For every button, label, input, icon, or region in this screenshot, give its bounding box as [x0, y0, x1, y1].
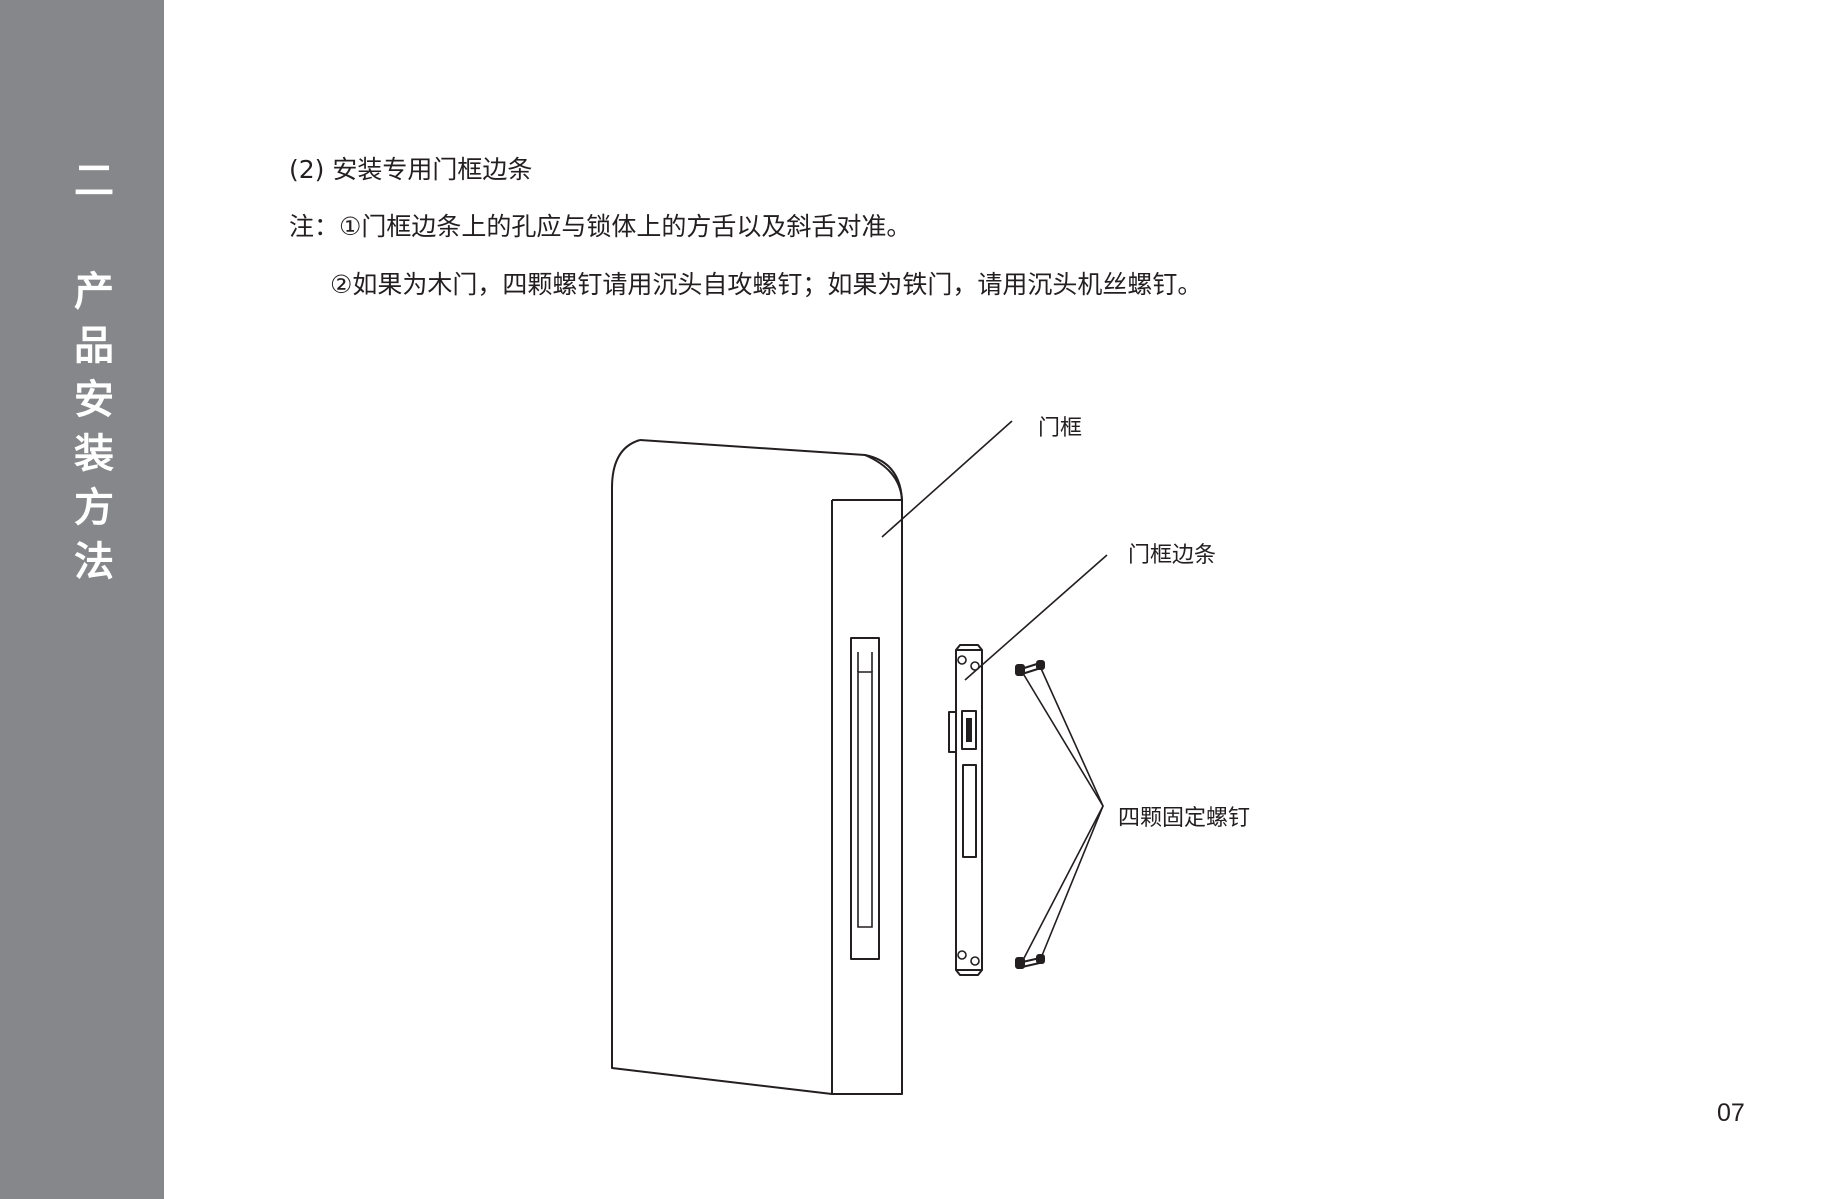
section-title-char: 方	[74, 485, 114, 531]
step-heading: (2) 安装专用门框边条	[289, 155, 533, 184]
door-frame-label: 门框	[1038, 416, 1083, 441]
note-line-1: 注：①门框边条上的孔应与锁体上的方舌以及斜舌对准。	[289, 212, 912, 241]
leader-lines	[881, 420, 1108, 963]
page-number: 07	[1717, 1099, 1745, 1127]
frame-strip-drawing	[948, 644, 983, 976]
note-line-2: ②如果为木门，四颗螺钉请用沉头自攻螺钉；如果为铁门，请用沉头机丝螺钉。	[330, 270, 1203, 299]
frame-strip-label: 门框边条	[1128, 543, 1217, 568]
section-title-char: 法	[74, 539, 114, 585]
section-number: 二	[74, 158, 114, 204]
section-title-char: 安	[74, 377, 114, 423]
section-title: 产 品 安 装 方 法	[70, 265, 118, 589]
section-title-char: 产	[74, 269, 114, 315]
screws-drawing	[1015, 660, 1045, 969]
screws-label: 四颗固定螺钉	[1118, 806, 1251, 831]
section-title-char: 装	[74, 431, 114, 477]
chapter-sidebar: 二 产 品 安 装 方 法	[0, 0, 164, 1199]
door-frame-drawing	[611, 439, 903, 1095]
section-title-char: 品	[74, 323, 114, 369]
